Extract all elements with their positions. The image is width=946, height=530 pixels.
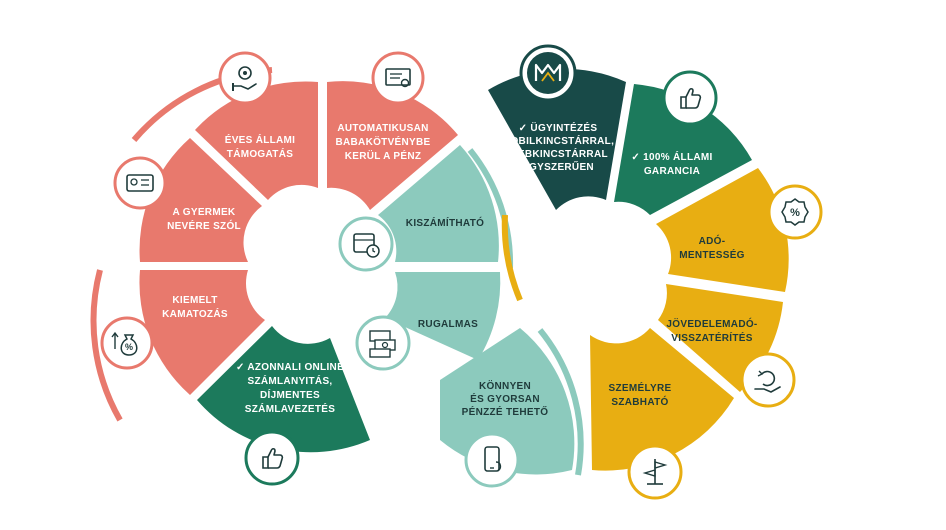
calendar-clock-icon [338,216,394,272]
banknotes-icon [355,315,411,371]
middle-wheel [378,145,584,476]
signpost-icon [627,444,683,500]
segment-adomentesseg [656,168,789,292]
thumbs-up-icon [244,430,300,486]
segment-konnyen [440,328,575,475]
segment-auto [327,81,458,210]
segment-szemelyre [590,328,734,471]
segment-kiszamithato [378,145,499,262]
svg-text:%: % [125,342,133,352]
money-bag-percent-icon: % [100,316,154,370]
segment-azonnali [197,326,370,453]
segment-rugalmas [385,272,501,360]
segment-ugyintezes [488,68,626,210]
mak-logo-icon [519,44,577,102]
label-kiszamithato: KISZÁMÍTHATÓ [406,216,484,229]
left-outer-rim-bottom [90,269,123,422]
label-jovedelem: JÖVEDELEMADÓ-VISSZATÉRÍTÉS [666,317,757,344]
hand-gear-icon [218,51,272,105]
svg-text:%: % [790,207,800,219]
segment-eves [195,81,318,200]
segment-garancia [614,84,752,215]
left-wheel [90,67,458,453]
label-rugalmas: RUGALMAS [418,319,478,330]
middle-rim-bottom [537,328,584,476]
segment-gyermek [139,138,262,262]
id-card-icon [113,156,167,210]
percent-badge-icon: % [767,184,823,240]
icons: % [100,44,823,500]
certificate-icon [371,51,425,105]
right-inner-rim [501,214,523,302]
smartphone-icon [464,432,520,488]
hand-refund-icon [740,352,796,408]
segment-kiemelt [139,270,265,395]
thumbs-up-icon-garancia [662,70,718,126]
label-adomentesseg: ADÓ-MENTESSÉG [679,234,745,261]
